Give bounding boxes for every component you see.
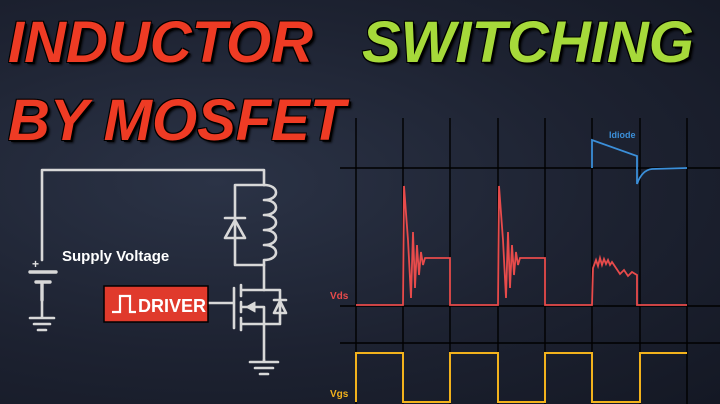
idiode-label: Idiode (609, 130, 636, 140)
battery-plus-sign: + (32, 257, 39, 271)
supply-wire (40, 168, 266, 262)
mosfet-symbol (206, 283, 282, 362)
driver-label: DRIVER (138, 296, 206, 316)
title-switching: SWITCHING (362, 10, 694, 75)
vgs-label: Vgs (330, 389, 349, 400)
diode-symbol (223, 216, 247, 240)
title-by-mosfet: BY MOSFET (8, 88, 346, 153)
circuit-schematic (28, 168, 288, 376)
battery-symbol (28, 270, 58, 302)
vds-label: Vds (330, 291, 349, 302)
driver-box (103, 285, 209, 323)
waveform-grid (340, 118, 720, 404)
inductor-coil (262, 183, 278, 292)
supply-voltage-label: Supply Voltage (62, 248, 169, 265)
battery-ground (28, 298, 56, 332)
idiode-waveform (591, 138, 688, 185)
body-diode (272, 298, 288, 315)
freewheel-loop (233, 183, 266, 267)
pulse-icon (112, 294, 136, 314)
vgs-waveform (355, 352, 687, 403)
vds-waveform (356, 185, 687, 306)
mosfet-arrow (245, 301, 256, 313)
mosfet-ground (248, 358, 280, 376)
title-inductor: INDUCTOR (8, 10, 314, 75)
